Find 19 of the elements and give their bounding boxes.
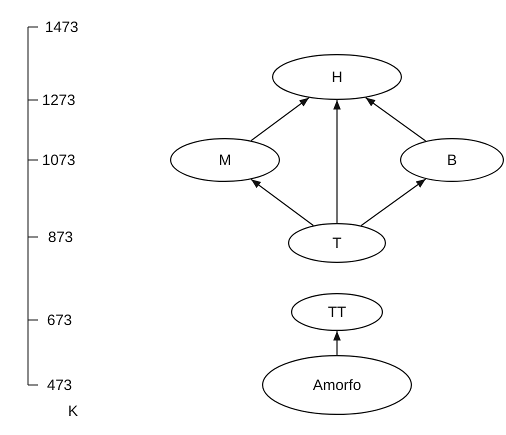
node-label: M [218,152,232,168]
arrow [250,97,310,142]
arrow [333,100,341,223]
node-label: Amorfo [312,376,362,394]
axis-tick-label: 1073 [42,153,76,168]
node-label: H [332,68,342,86]
arrow [250,178,314,226]
arrow [365,97,426,142]
axis-tick-label: 1273 [42,93,76,108]
node-label: TT [328,304,346,320]
axis-tick-label: 873 [48,230,74,245]
axis-tick-label: 473 [47,378,72,393]
axis-tick-label: 673 [47,313,72,328]
axis-unit: K [68,404,78,419]
arrow [333,331,341,355]
node-label: T [332,234,342,252]
node-label: B [446,152,457,168]
arrow [360,178,426,226]
axis-tick-label: 1473 [45,20,78,35]
